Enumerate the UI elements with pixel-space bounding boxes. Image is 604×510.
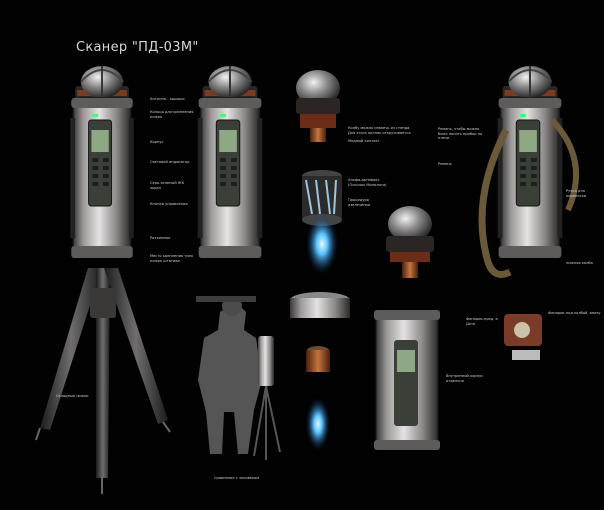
label-screen: Серо-зеленый ЖК экран: [150, 181, 185, 190]
label-artifact: Альфа-артефакт (Осколок Монолита): [348, 178, 387, 187]
label-cooling-ring: Кольцо для крепления ножек: [150, 110, 194, 119]
label-buttons: Кнопки управления: [150, 202, 188, 206]
flashlight-detail: [504, 314, 542, 360]
label-unlock: Разъемное: [150, 236, 171, 240]
label-strap-note: Ремень: [438, 162, 452, 166]
label-top-cap: Антенна - крышка: [150, 97, 185, 101]
label-inner-note: Внутренний корпус отдельно: [446, 374, 484, 383]
cap-detail: [296, 70, 340, 142]
label-flashlight: Фонарик-пред. в Доте: [466, 317, 498, 326]
label-release: Процедура извлечения: [348, 198, 371, 207]
lower-parts: [290, 292, 350, 450]
cap-contact-detail: [386, 206, 434, 278]
label-contact: Медный контакт: [348, 139, 380, 143]
label-bottom-cap: нижняя колба: [566, 261, 593, 265]
human-scale-figure: [196, 296, 281, 460]
label-latch: Место крепления трех ножек штатива: [150, 254, 193, 263]
label-tripod-legs: Складные ножки: [56, 394, 89, 398]
tripod-legs: [35, 268, 171, 494]
label-handle: Ручка для переноски: [566, 189, 587, 198]
label-indicator: Световой индикатор: [150, 160, 190, 164]
scanner-front-view: [196, 65, 264, 259]
inner-body: [374, 310, 440, 450]
page-title: Сканер "ПД-03М": [76, 40, 199, 55]
label-light-note: Фонарик под колбой, внизу: [548, 311, 601, 315]
label-body: Корпус: [150, 140, 164, 144]
artifact-cage: [302, 170, 342, 274]
label-cap-note: Колбу можно извлечь из стенда. Для этого…: [348, 126, 411, 135]
label-handle-note: Ремень, чтобы можно было носить прибор н…: [438, 127, 483, 141]
scanner-on-tripod: [35, 65, 171, 494]
scanner-with-strap: [478, 65, 580, 278]
label-scale-note: Сравнение с человеком: [214, 476, 260, 480]
